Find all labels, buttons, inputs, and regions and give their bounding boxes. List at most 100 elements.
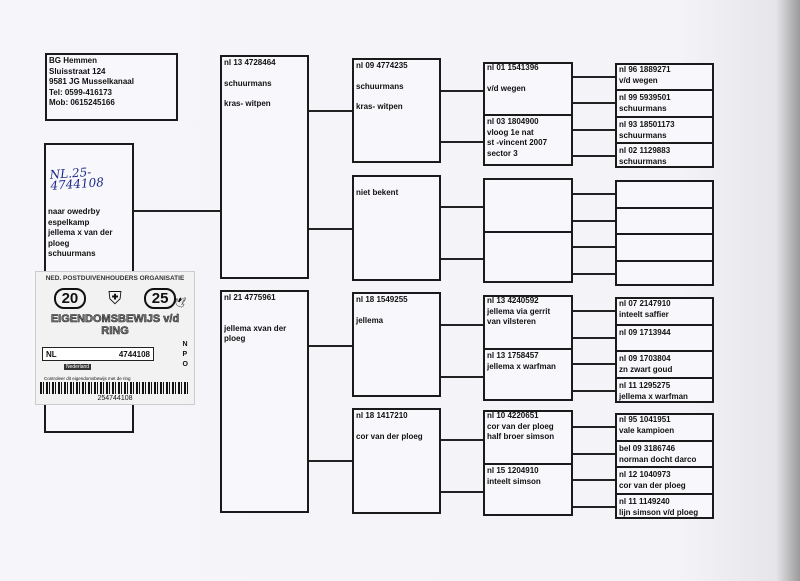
text-line: nl 10 4220651	[487, 411, 539, 420]
text-line: nl 93 18501173	[619, 120, 675, 129]
connector-line	[572, 220, 615, 222]
connector-line	[572, 310, 615, 312]
text-line	[224, 69, 305, 79]
text-line: half broer simson	[487, 432, 555, 441]
text-line: Sluisstraat 124	[49, 66, 106, 76]
text-line: schuurmans	[224, 78, 272, 88]
connector-line	[572, 76, 615, 78]
text-line: nl 09 1703804	[619, 354, 671, 363]
connector-line	[572, 390, 615, 392]
connector-line	[572, 246, 615, 248]
barcode	[40, 382, 190, 394]
text-line: nl 03 1804900	[487, 117, 539, 126]
text-line: ploeg	[48, 238, 70, 248]
gen4-cell	[617, 180, 712, 206]
text-line	[356, 92, 437, 102]
card-ring: 4744108	[118, 349, 150, 359]
text-line: nl 95 1041951	[619, 415, 671, 424]
text-line: nl 11 1295275	[619, 381, 671, 390]
text-line: ploeg	[224, 334, 246, 343]
grandparent-box: nl 18 1417210 cor van der ploeg	[352, 408, 441, 514]
gen4-cell	[617, 207, 712, 235]
card-year-right: 25	[143, 288, 177, 309]
connector-line	[440, 206, 483, 208]
barcode-number: 254744108	[97, 395, 133, 402]
npo-p: P	[182, 351, 188, 358]
text-line: nl 13 4240592	[487, 296, 539, 305]
connector-line	[572, 426, 615, 428]
text-line: inteelt simson	[487, 476, 541, 486]
text-line: schuurmans	[619, 157, 667, 166]
pigeon-icon: 🕊	[173, 298, 186, 309]
text-line: kras- witpen	[356, 102, 403, 111]
card-country: NL	[46, 349, 57, 359]
text-line: jellema x warfman	[487, 361, 556, 371]
great-grandparent-cell	[485, 178, 571, 231]
text-line	[487, 74, 569, 84]
text-line: espelkamp	[48, 217, 90, 227]
connector-line	[572, 453, 615, 455]
text-line: nl 21 4775961	[224, 293, 276, 302]
text-line: cor van der ploeg	[356, 431, 423, 441]
text-line: 9581 JG Musselkanaal	[49, 77, 134, 86]
text-line: nl 18 1417210	[356, 411, 408, 420]
text-line	[356, 178, 437, 188]
connector-line	[572, 506, 615, 508]
text-line: kras- witpen	[224, 99, 271, 108]
text-line: sector 3	[487, 148, 518, 158]
text-line: cor van der ploeg	[619, 481, 686, 490]
text-line: lijn simson v/d ploeg	[619, 508, 699, 517]
text-line: v/d wegen	[487, 83, 526, 93]
text-line: van vilsteren	[487, 317, 536, 326]
text-line	[356, 306, 437, 316]
connector-line	[308, 110, 352, 112]
connector-line	[440, 324, 483, 326]
text-line: nl 15 1204910	[487, 466, 539, 475]
text-line: jellema xvan der	[224, 323, 287, 333]
text-line: nl 96 1889271	[619, 65, 671, 74]
npo-o: O	[182, 361, 188, 368]
text-line: vale kampioen	[619, 426, 675, 435]
crest-icon: ⛨	[108, 288, 122, 308]
text-line: zn zwart goud	[619, 365, 673, 374]
text-line: nl 07 2147910	[619, 299, 671, 308]
connector-line	[572, 337, 615, 339]
card-sub: Nederland	[64, 364, 92, 370]
text-line: jellema x van der	[48, 228, 113, 237]
connector-line	[440, 376, 483, 378]
text-line: schuurmans	[619, 131, 667, 140]
gen4-block	[615, 180, 714, 286]
great-grandparent-cell	[485, 231, 571, 286]
connector-line	[133, 210, 220, 212]
text-line	[224, 314, 305, 324]
text-line: inteelt saffier	[619, 310, 669, 319]
gen4-cell: nl 11 1149240 lijn simson v/d ploeg	[617, 493, 712, 521]
text-line	[356, 422, 437, 432]
text-line: nl 18 1549255	[356, 295, 408, 304]
text-line: nl 99 5939501	[619, 93, 671, 102]
connector-line	[572, 129, 615, 131]
text-line	[619, 338, 710, 348]
text-line: nl 09 1713944	[619, 328, 671, 337]
gen4-cell	[617, 233, 712, 261]
connector-line	[572, 363, 615, 365]
great-grandparent-block	[483, 178, 573, 283]
gen4-cell: nl 07 2147910 inteelt saffier	[617, 297, 712, 323]
text-line	[356, 72, 437, 82]
text-line: naar owedrby	[48, 207, 101, 216]
text-line: nl 11 1149240	[619, 497, 670, 506]
